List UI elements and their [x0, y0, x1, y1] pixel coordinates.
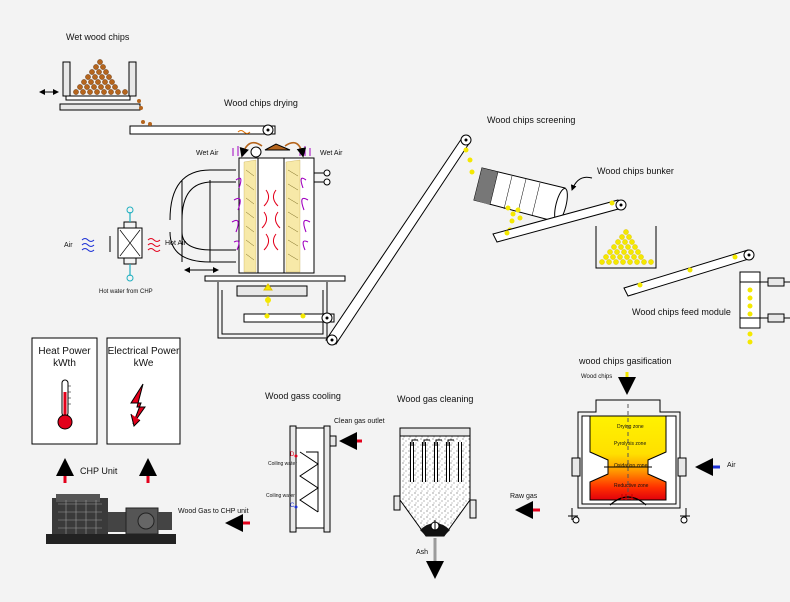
label-wood-gass-cooling: Wood gass cooling: [265, 391, 341, 401]
label-wet-air-left: Wet Air: [196, 150, 219, 157]
label-drying-zone: Drying zone: [617, 424, 644, 430]
electrical-power-unit: kWe: [133, 358, 154, 369]
label-reductive-zone: Reductive zone: [614, 483, 649, 489]
incline-conveyor: [325, 134, 475, 346]
heat-power-box: [31, 337, 98, 445]
feed-module: [739, 271, 790, 345]
chp-up-arrows: [56, 458, 157, 483]
label-chp-unit: CHP Unit: [80, 466, 118, 476]
label-d-marker: D: [290, 452, 295, 458]
label-gasifier-air: Air: [727, 462, 736, 469]
air-heater: [81, 206, 161, 282]
screening-drum: [473, 167, 627, 243]
label-wood-chips-screening: Wood chips screening: [487, 115, 576, 125]
label-c-marker: C: [290, 503, 295, 509]
label-wood-chips-bunker: Wood chips bunker: [597, 166, 674, 176]
label-wood-gas-cleaning: Wood gas cleaning: [397, 394, 474, 404]
label-coiling-water-bottom: Coiling water: [266, 493, 295, 499]
label-wet-wood-chips: Wet wood chips: [66, 32, 130, 42]
label-coiling-water-top: Coiling water: [268, 461, 297, 467]
label-clean-gas-outlet: Clean gas outlet: [334, 418, 385, 425]
label-gasifier-input: Wood chips: [581, 374, 613, 380]
label-raw-gas: Raw gas: [510, 493, 538, 500]
label-ash: Ash: [416, 549, 429, 556]
label-hot-water: Hot water from CHP: [99, 289, 153, 295]
label-hot-air: Hot Air: [165, 240, 187, 247]
dryer-unit: [169, 141, 346, 339]
label-air: Air: [64, 242, 73, 249]
electrical-power-title: Electrical Power kWe: [107, 346, 180, 370]
label-wood-chips-feed-module: Wood chips feed module: [632, 307, 731, 317]
gasifier: [568, 372, 720, 524]
heat-power-unit: kWth: [53, 358, 76, 369]
heat-power-label: Heat Power: [38, 346, 91, 357]
label-pyrolysis-zone: Pyrolysis zone: [614, 441, 647, 447]
label-wood-chips-drying: Wood chips drying: [224, 98, 298, 108]
bunker: [595, 226, 755, 297]
gas-cleaner: [393, 427, 540, 579]
electrical-power-box: [106, 337, 181, 445]
label-wood-chips-gasification: wood chips gasification: [579, 356, 672, 366]
wet-chips-pile: [39, 59, 143, 111]
gas-cooler: [289, 425, 362, 533]
electrical-power-label: Electrical Power: [107, 346, 180, 357]
label-wood-gas-to-chp: Wood Gas to CHP unit: [178, 508, 249, 515]
label-wet-air-right: Wet Air: [320, 150, 343, 157]
label-oxidation-zone: Oxidation zone: [614, 463, 648, 469]
heat-power-title: Heat Power kWth: [32, 346, 97, 370]
drying-conveyor: [129, 120, 276, 136]
chp-engine: [46, 494, 176, 544]
